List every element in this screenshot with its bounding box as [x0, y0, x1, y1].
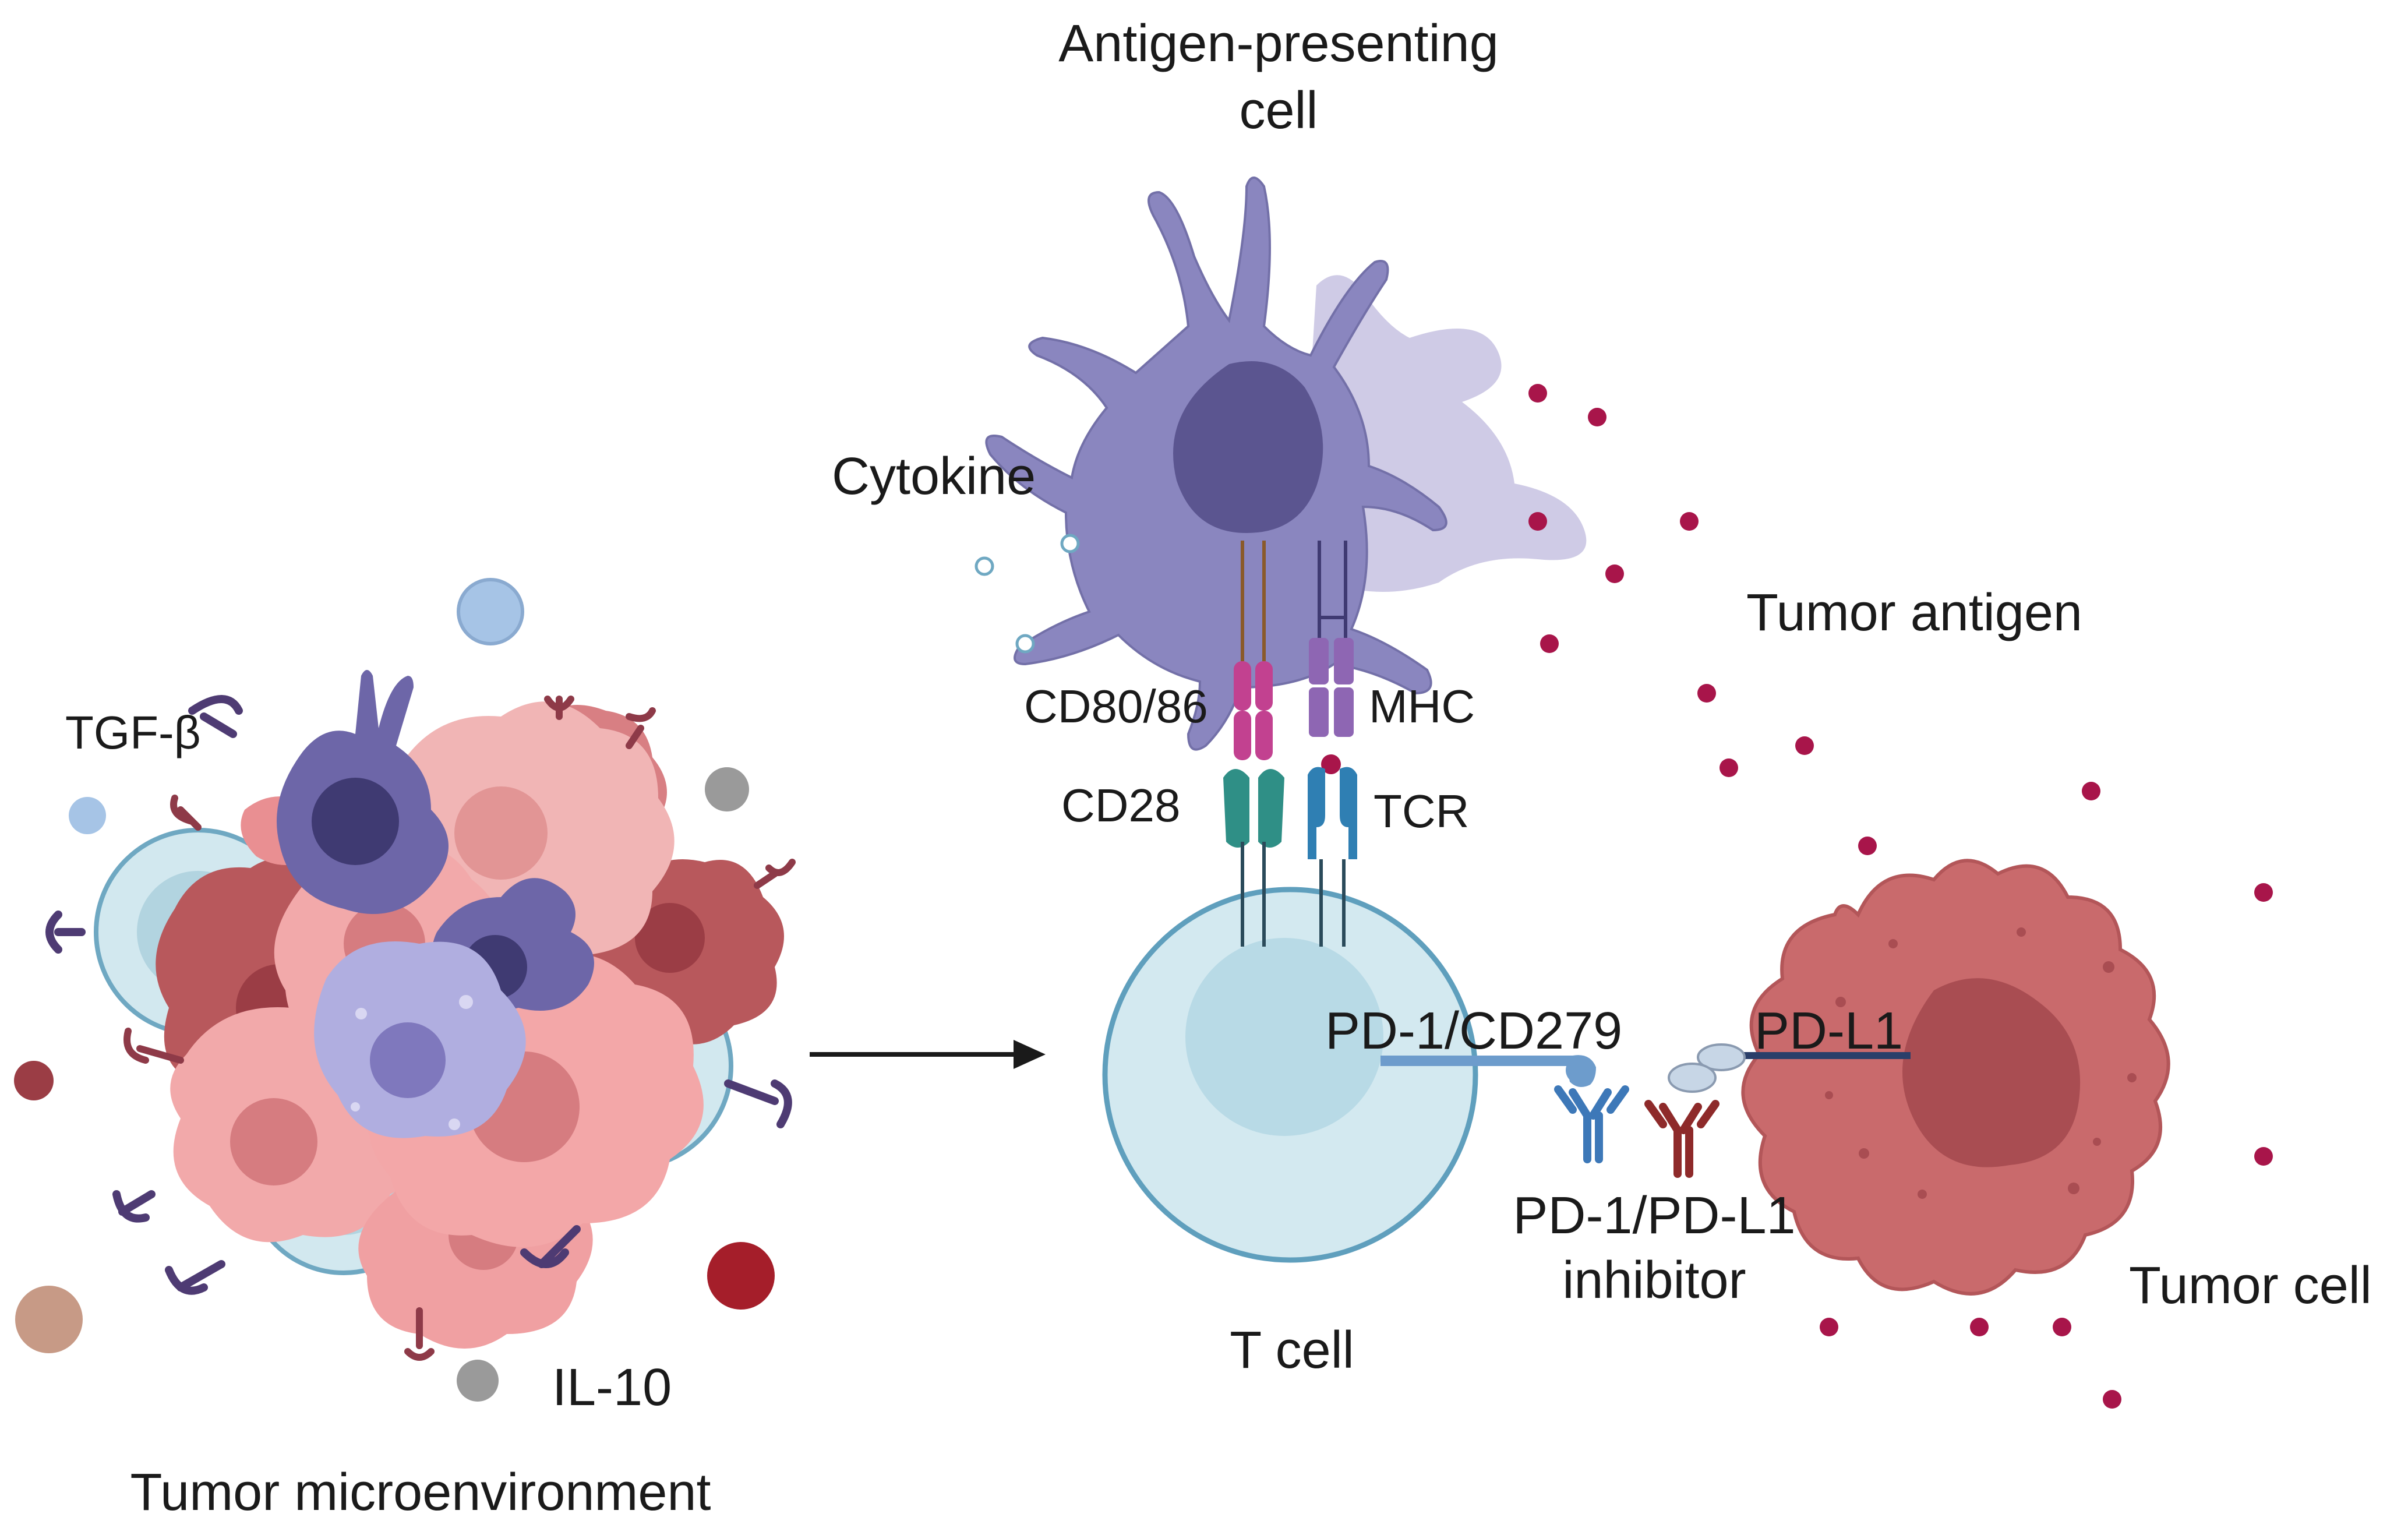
mhc-label: MHC — [1369, 680, 1475, 732]
tcr-receptor — [1308, 767, 1357, 947]
apc-label-line1: Antigen-presenting — [1058, 15, 1499, 73]
apc-label-line2: cell — [1239, 82, 1318, 140]
cytokine-sphere-icon — [14, 578, 775, 1402]
tcr-label: TCR — [1374, 785, 1469, 837]
tumor-antigen-dots — [1528, 384, 2273, 1409]
pd-l1-ligand — [1668, 1043, 1911, 1093]
cd28-receptor — [1223, 769, 1284, 947]
cytokine-label: Cytokine — [832, 447, 1036, 506]
cd80-86-label: CD80/86 — [1024, 680, 1208, 732]
cd28-label: CD28 — [1061, 779, 1181, 831]
t-cell-icon — [1102, 887, 1478, 1263]
inhibitor-label-line2: inhibitor — [1562, 1251, 1746, 1310]
pd1-receptor — [1380, 1055, 1596, 1087]
pd1-cd279-label: PD-1/CD279 — [1325, 1002, 1622, 1060]
antibody-icon — [1554, 1085, 1720, 1178]
cytokine-circles — [975, 534, 1080, 654]
tumor-cell-icon — [1741, 859, 2170, 1296]
tumor-microenvironment-cluster-icon — [45, 670, 796, 1361]
antigen-presenting-cell-icon — [985, 177, 1587, 751]
pd-l1-label: PD-L1 — [1754, 1002, 1903, 1060]
tumor-cell-label: Tumor cell — [2129, 1257, 2372, 1315]
arrow-icon — [810, 1040, 1046, 1069]
cd80-86-receptor — [1234, 541, 1273, 760]
il10-label: IL-10 — [552, 1358, 672, 1417]
tumor-antigen-label: Tumor antigen — [1746, 584, 2082, 642]
tgf-beta-label: TGF-β — [65, 707, 201, 758]
tumor-microenvironment-label: Tumor microenvironment — [130, 1463, 711, 1522]
inhibitor-label-line1: PD-1/PD-L1 — [1513, 1187, 1795, 1245]
mhc-receptor — [1309, 541, 1354, 774]
t-cell-label: T cell — [1230, 1321, 1354, 1379]
